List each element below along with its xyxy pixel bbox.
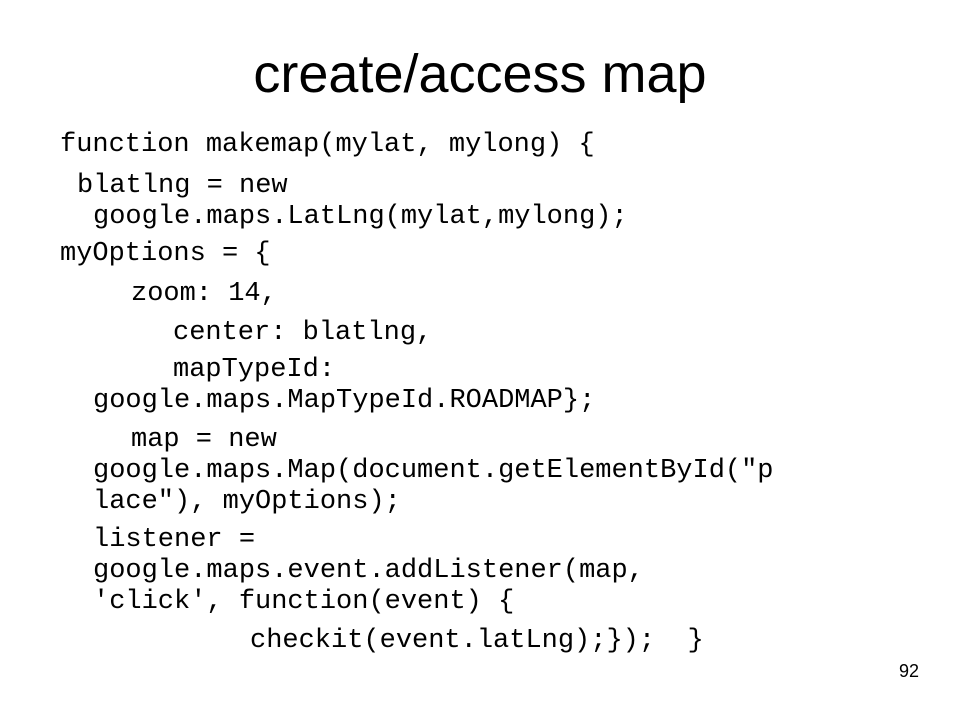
- code-line: center: blatlng,: [173, 318, 433, 348]
- code-line: google.maps.event.addListener(map,: [93, 556, 644, 586]
- slide-title: create/access map: [253, 44, 707, 104]
- code-line: mapTypeId:: [173, 355, 336, 385]
- code-line: google.maps.MapTypeId.ROADMAP};: [93, 386, 596, 416]
- code-line: blatlng = new: [77, 171, 288, 201]
- code-line: listener =: [93, 525, 256, 555]
- code-line: google.maps.LatLng(mylat,mylong);: [93, 202, 628, 232]
- code-line: function makemap(mylat, mylong) {: [60, 130, 595, 160]
- page-number: 92: [898, 661, 919, 681]
- code-line: map = new: [131, 425, 277, 455]
- code-line: lace"), myOptions);: [93, 487, 401, 517]
- code-line: myOptions = {: [60, 239, 271, 269]
- code-line: zoom: 14,: [131, 279, 277, 309]
- code-line: 'click', function(event) {: [93, 587, 515, 617]
- code-line: checkit(event.latLng);}); }: [250, 626, 704, 656]
- code-line: google.maps.Map(document.getElementById(…: [93, 456, 774, 486]
